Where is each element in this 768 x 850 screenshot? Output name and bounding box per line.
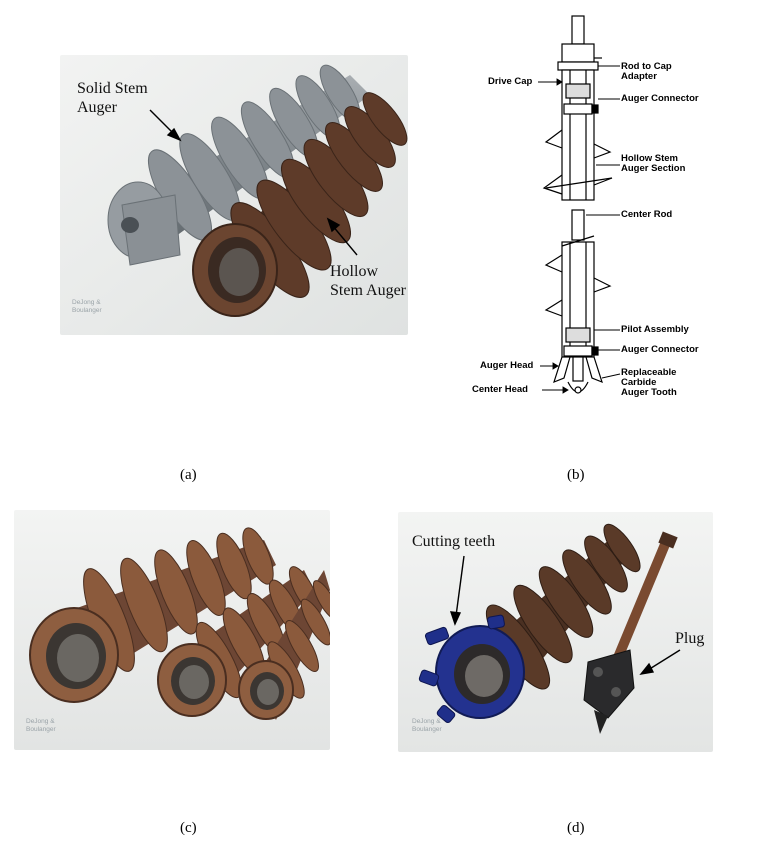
panel-c: DeJong & Boulanger: [14, 510, 330, 750]
panel-d: DeJong & Boulanger Cutting teeth Plug: [398, 512, 713, 752]
hollow-auger-large: [29, 527, 276, 703]
label-drive-cap: Drive Cap: [488, 76, 533, 87]
center-plug: [583, 531, 678, 734]
arrows-d: [449, 555, 681, 675]
three-augers-illustration: [14, 510, 330, 750]
watermark: DeJong & Boulanger: [26, 718, 56, 733]
solid-stem-auger: [107, 64, 370, 266]
auger-photo-d: DeJong & Boulanger: [398, 512, 713, 752]
label-center-rod: Center Rod: [621, 209, 673, 220]
caption-c: (c): [180, 820, 197, 836]
label-solid-stem-auger: Solid Stem Auger: [77, 80, 148, 116]
watermark: DeJong & Boulanger: [412, 718, 442, 733]
label-auger-connector-bottom: Auger Connector: [621, 344, 699, 355]
label-pilot-assembly: Pilot Assembly: [621, 324, 689, 335]
label-hollow-stem-section: Hollow Stem Auger Section: [621, 153, 686, 174]
auger-photo-c: DeJong & Boulanger: [14, 510, 330, 750]
auger-photo-a: DeJong & Boulanger: [60, 55, 408, 335]
label-replaceable-tooth: Replaceable Carbide Auger Tooth: [621, 367, 677, 398]
hollow-auger-medium: [157, 566, 320, 717]
watermark: DeJong & Boulanger: [72, 299, 102, 314]
label-cutting-teeth: Cutting teeth: [412, 533, 496, 550]
panel-b: Rod to Cap Adapter Drive Cap Auger Conne…: [470, 10, 730, 410]
panel-a: DeJong & Boulanger Solid Stem Auger Holl…: [60, 55, 408, 335]
cutting-teeth-and-plug-illustration: [398, 512, 713, 752]
hollow-auger-small: [238, 570, 330, 720]
caption-a: (a): [180, 467, 197, 483]
hollow-auger-with-teeth: [418, 523, 641, 724]
caption-b: (b): [567, 467, 585, 483]
arrows-a: [149, 109, 358, 256]
label-plug: Plug: [675, 630, 705, 647]
caption-d: (d): [567, 820, 585, 836]
label-hollow-stem-auger: Hollow Stem Auger: [330, 263, 406, 299]
label-rod-to-cap-adapter: Rod to Cap Adapter: [621, 61, 672, 82]
label-auger-head: Auger Head: [480, 360, 534, 371]
label-center-head: Center Head: [472, 384, 528, 395]
label-auger-connector-top: Auger Connector: [621, 93, 699, 104]
hollow-stem-assembly-diagram: [538, 15, 621, 394]
augers-illustration-a: [60, 55, 408, 335]
hollow-stem-auger: [192, 92, 408, 317]
